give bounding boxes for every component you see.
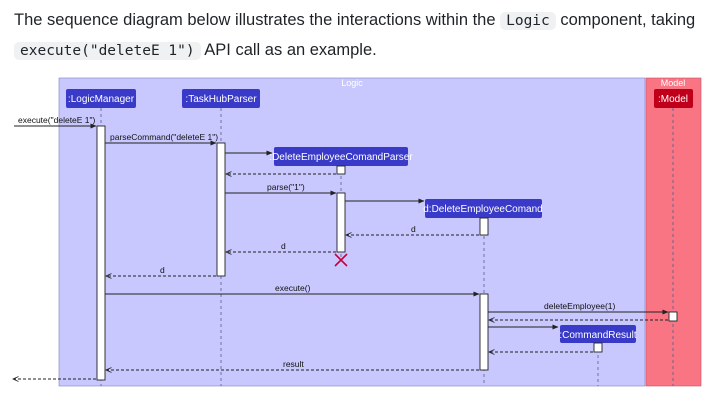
execute-call-code: execute("deleteE 1") xyxy=(14,42,201,60)
model-frame xyxy=(645,77,702,387)
participant-commandresult-label: :CommandResult xyxy=(559,330,636,341)
activation-command-execute xyxy=(479,293,489,371)
logic-component-code: Logic xyxy=(500,12,556,30)
participant-command-label: d:DeleteEmployeeComand xyxy=(423,204,543,215)
participant-logicmanager xyxy=(66,89,136,108)
msg-parsecommand-label: parseCommand("deleteE 1") xyxy=(110,132,218,142)
participant-logicmanager-label: :LogicManager xyxy=(68,94,135,105)
activation-cmdparser-parse xyxy=(336,192,346,253)
participant-cmdparser-label: :DeleteEmployeeComandParser xyxy=(269,152,413,163)
msg-return-d1-label: d xyxy=(411,224,416,234)
intro-text-middle: component, taking xyxy=(555,11,696,29)
destroy-icon xyxy=(334,253,348,267)
participant-parser xyxy=(182,89,260,108)
participant-cmdparser xyxy=(274,147,408,166)
msg-return-d2-label: d xyxy=(281,241,286,251)
intro-paragraph: The sequence diagram below illustrates t… xyxy=(14,6,704,66)
intro-text-after: API call as an example. xyxy=(200,41,377,59)
activation-model xyxy=(668,311,678,322)
msg-execute-in-label: execute("deleteE 1") xyxy=(18,115,96,125)
participant-model xyxy=(654,89,693,108)
participant-commandresult xyxy=(560,325,636,343)
participant-command xyxy=(425,199,542,218)
activation-commandresult xyxy=(593,342,603,353)
msg-result-label: result xyxy=(283,359,304,369)
activation-logicmanager xyxy=(96,125,106,381)
msg-parse-label: parse("1") xyxy=(267,182,305,192)
participant-model-label: :Model xyxy=(658,94,688,105)
logic-frame-title: Logic xyxy=(341,78,363,88)
activation-cmdparser-create xyxy=(336,165,346,175)
activation-parser xyxy=(216,142,226,277)
intro-text-before: The sequence diagram below illustrates t… xyxy=(14,11,501,29)
model-frame-title: Model xyxy=(661,78,686,88)
msg-execute-label: execute() xyxy=(275,283,311,293)
activation-command-create xyxy=(479,217,489,236)
msg-deleteemployee-label: deleteEmployee(1) xyxy=(544,301,616,311)
msg-return-d3-label: d xyxy=(160,265,165,275)
participant-parser-label: :TaskHubParser xyxy=(185,94,257,105)
logic-frame xyxy=(58,77,646,387)
